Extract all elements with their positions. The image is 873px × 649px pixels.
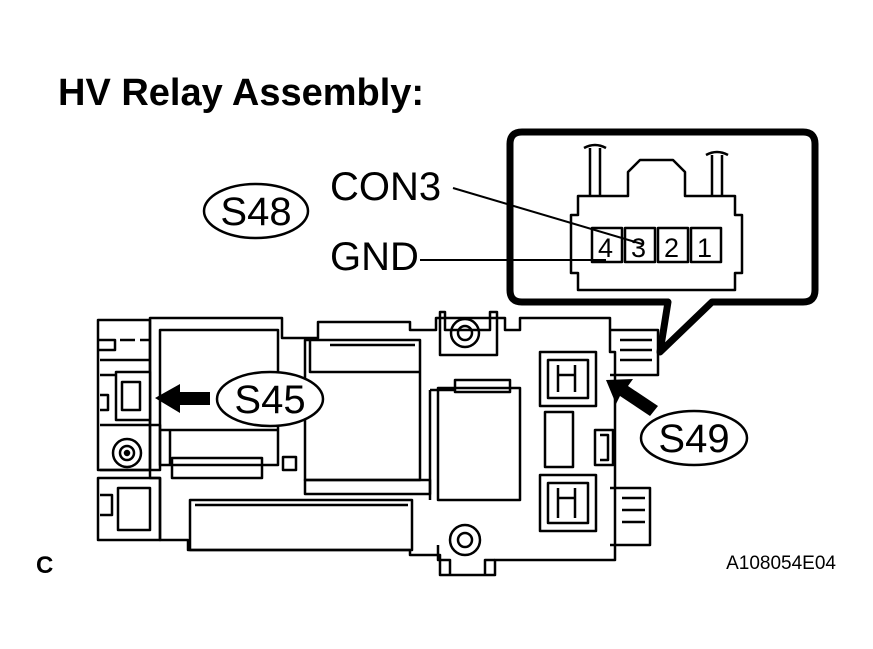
pin-label-3: 3 <box>631 233 646 263</box>
s48-label: S48 <box>220 190 291 234</box>
figure-code: A108054E04 <box>726 553 836 574</box>
s49-arrow-icon <box>606 379 658 416</box>
pin-4 <box>590 226 624 264</box>
pin-3 <box>623 226 657 264</box>
pin-label-4: 4 <box>598 233 613 263</box>
pin-label-2: 2 <box>664 233 679 263</box>
diagram-title: HV Relay Assembly: <box>58 72 424 114</box>
pin-label-1: 1 <box>697 233 712 263</box>
con3-label: CON3 <box>330 165 441 209</box>
gnd-label: GND <box>330 235 419 279</box>
s48-badge <box>202 182 310 240</box>
connector-face <box>569 143 744 292</box>
pin-1 <box>689 226 723 264</box>
s49-label: S49 <box>658 417 729 461</box>
con3-leader <box>452 187 643 245</box>
s45-badge <box>215 370 325 428</box>
pin-2 <box>656 226 690 264</box>
s45-label: S45 <box>234 378 305 422</box>
s49-badge <box>639 409 749 467</box>
connector-callout: 4 3 2 1 <box>506 128 819 356</box>
relay-assembly-body <box>96 310 660 577</box>
corner-letter: C <box>36 552 53 579</box>
s45-arrow-icon <box>155 384 210 413</box>
